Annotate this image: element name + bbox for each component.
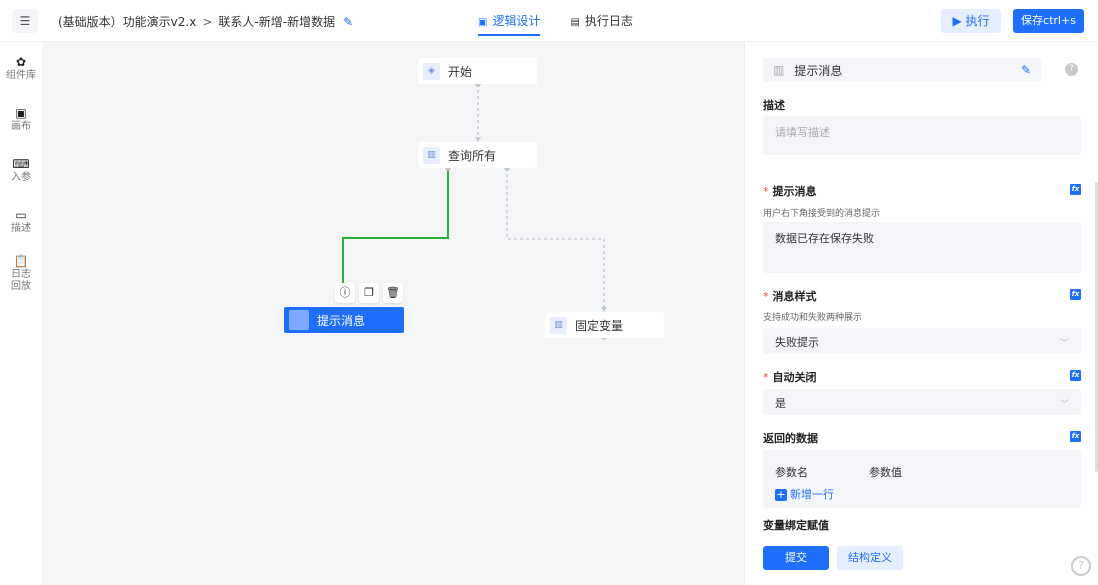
plus-icon: + — [775, 488, 787, 501]
style-label: *消息样式 — [763, 290, 817, 303]
text-icon: ▭ — [15, 208, 27, 222]
return-data-table: 参数名 参数值 +新增一行 — [763, 450, 1081, 508]
clipboard-icon: 📋 — [13, 254, 29, 268]
message-label: *提示消息 — [763, 185, 817, 198]
fx-icon[interactable]: fx — [1070, 370, 1081, 381]
info-icon[interactable]: ⓘ — [335, 283, 355, 303]
chevron-down-icon: ﹀ — [1059, 339, 1069, 349]
copy-icon[interactable]: ❐ — [359, 283, 379, 303]
column-param-name: 参数名 — [775, 466, 808, 479]
edit-icon[interactable]: ✎ — [1020, 63, 1031, 77]
return-data-label: 返回的数据 — [763, 432, 818, 445]
sidebar-label: 组件库 — [6, 70, 36, 81]
document-icon: ▤ — [570, 17, 580, 28]
chevron-right-icon: > — [202, 15, 213, 29]
description-input[interactable]: 请填写描述 — [763, 116, 1081, 155]
design-icon: ▣ — [478, 17, 488, 28]
table-icon: ▥ — [550, 316, 567, 334]
sidebar-label: 入参 — [11, 172, 31, 183]
fx-icon[interactable]: fx — [1070, 289, 1081, 300]
label-text: 消息样式 — [772, 290, 817, 303]
tab-label: 逻辑设计 — [492, 14, 541, 28]
puzzle-icon: ✿ — [15, 55, 27, 69]
run-label: 执行 — [965, 14, 990, 28]
layers-icon: ◈ — [423, 62, 440, 80]
tab-execution-log[interactable]: ▤ 执行日志 — [570, 0, 632, 42]
node-label: 提示消息 — [317, 313, 366, 328]
edge-query-variable[interactable] — [506, 168, 605, 310]
run-button[interactable]: ▶ 执行 — [941, 9, 1001, 33]
fx-icon[interactable]: fx — [1070, 184, 1081, 195]
flow-canvas[interactable]: ◈ 开始 ▥ 查询所有 提示消息 ▥ 固定变量 ⓘ ❐ 🗑 — [42, 42, 744, 585]
canvas-icon: ▣ — [15, 106, 27, 120]
tab-label: 执行日志 — [584, 14, 633, 28]
node-start[interactable]: ◈ 开始 — [418, 58, 537, 84]
style-hint: 支持成功和失败两种展示 — [763, 313, 863, 323]
save-button[interactable]: 保存ctrl+s — [1013, 9, 1084, 33]
sidebar-item-params[interactable]: ⌨入参 — [0, 158, 42, 184]
select-value: 是 — [775, 397, 786, 410]
sidebar-item-canvas[interactable]: ▣画布 — [0, 107, 42, 133]
scrollbar[interactable] — [1095, 182, 1098, 472]
column-param-value: 参数值 — [869, 466, 902, 479]
label-text: 提示消息 — [772, 185, 817, 198]
chevron-down-icon: ﹀ — [1059, 400, 1069, 410]
select-value: 失败提示 — [775, 336, 819, 349]
breadcrumb-project[interactable]: (基础版本）功能演示v2.x — [58, 15, 197, 29]
breadcrumb-flow: 联系人-新增-新增数据 — [218, 15, 336, 29]
left-sidebar: ✿组件库 ▣画布 ⌨入参 ▭描述 📋日志回放 — [0, 42, 42, 585]
sidebar-item-components[interactable]: ✿组件库 — [0, 56, 42, 82]
help-icon[interactable]: ? — [1071, 556, 1091, 576]
panel-footer: 提交 结构定义 ? — [745, 536, 1098, 585]
edit-icon[interactable]: ✎ — [343, 15, 354, 29]
node-title: 提示消息 — [794, 63, 843, 78]
table-icon: ▥ — [773, 63, 785, 77]
arrow-icon — [601, 307, 607, 312]
style-select[interactable]: 失败提示 ﹀ — [763, 328, 1081, 354]
node-label: 开始 — [448, 64, 473, 79]
node-title-field[interactable]: ▥ 提示消息 ✎ — [763, 58, 1041, 82]
menu-button[interactable]: ☰ — [12, 9, 38, 33]
code-icon: ⌨ — [12, 157, 30, 171]
message-hint: 用户右下角接受到的消息提示 — [763, 209, 881, 219]
node-label: 固定变量 — [575, 318, 624, 333]
help-icon[interactable]: ? — [1065, 63, 1078, 76]
add-row-button[interactable]: +新增一行 — [775, 486, 1069, 502]
submit-button[interactable]: 提交 — [763, 546, 829, 570]
message-input[interactable]: 数据已存在保存失败 — [763, 222, 1081, 273]
node-label: 查询所有 — [448, 148, 497, 163]
table-icon: ▥ — [423, 146, 440, 164]
node-fixed-variable[interactable]: ▥ 固定变量 — [545, 312, 664, 338]
add-row-label: 新增一行 — [790, 488, 834, 501]
sidebar-item-description[interactable]: ▭描述 — [0, 209, 42, 235]
tab-logic-design[interactable]: ▣ 逻辑设计 — [478, 0, 541, 42]
structure-definition-button[interactable]: 结构定义 — [837, 546, 903, 570]
autoclose-label: *自动关闭 — [763, 371, 817, 384]
fx-icon[interactable]: fx — [1070, 431, 1081, 442]
sidebar-label: 描述 — [11, 223, 31, 234]
breadcrumb: (基础版本）功能演示v2.x > 联系人-新增-新增数据 ✎ — [58, 13, 353, 30]
var-binding-label: 变量绑定赋值 — [763, 519, 829, 532]
play-icon: ▶ — [952, 14, 966, 28]
description-label: 描述 — [763, 99, 785, 112]
list-icon: ☰ — [19, 14, 31, 28]
edge-query-message[interactable] — [342, 168, 449, 283]
sidebar-label: 日志回放 — [11, 269, 31, 292]
sidebar-item-log-replay[interactable]: 📋日志回放 — [0, 255, 42, 293]
arrow-icon — [475, 137, 481, 142]
properties-panel: ▥ 提示消息 ✎ ? 描述 请填写描述 *提示消息 fx 用户右下角接受到的消息提示… — [744, 42, 1098, 585]
autoclose-select[interactable]: 是﹀ — [763, 389, 1081, 415]
top-bar: ☰ (基础版本）功能演示v2.x > 联系人-新增-新增数据 ✎ ▣ 逻辑设计 ▤ 执行日… — [0, 0, 1098, 42]
sidebar-label: 画布 — [11, 121, 31, 132]
node-icon — [289, 310, 309, 330]
label-text: 自动关闭 — [772, 371, 817, 384]
node-query-all[interactable]: ▥ 查询所有 — [418, 142, 537, 168]
delete-icon[interactable]: 🗑 — [383, 283, 403, 303]
node-message[interactable]: 提示消息 — [284, 307, 404, 333]
